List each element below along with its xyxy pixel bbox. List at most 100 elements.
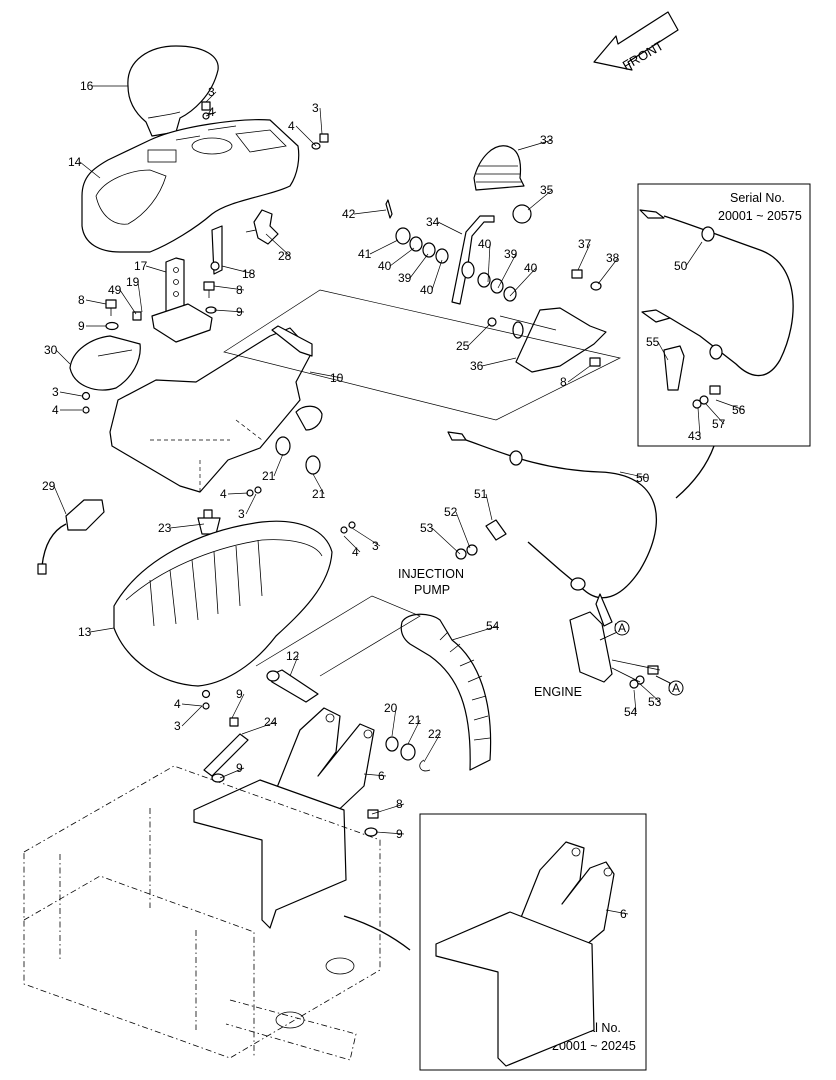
- callout-number: 3: [208, 85, 215, 99]
- callout-number: 9: [396, 827, 403, 841]
- callout-number: 51: [474, 487, 488, 501]
- callout-number: 4: [52, 403, 59, 417]
- callout-leader: [639, 683, 661, 703]
- engine-bracket: [569, 593, 661, 689]
- duct-hose: [400, 613, 492, 771]
- callout-leader: [205, 91, 217, 103]
- lever-bracket-6: [193, 707, 375, 929]
- callout-number: 10: [330, 371, 344, 385]
- callout-number: 40: [378, 259, 392, 273]
- callout-number: 50: [674, 259, 688, 273]
- chassis-frame: [23, 765, 381, 1061]
- callout-leader: [705, 403, 725, 425]
- washers-right: [477, 272, 517, 302]
- callout-leader: [205, 111, 217, 117]
- callout-number: 6: [620, 907, 627, 921]
- callout-leader: [697, 407, 701, 437]
- callout-leader: [407, 719, 421, 745]
- callout-leader: [497, 253, 517, 289]
- lever-bracket: [151, 225, 223, 343]
- switch-harness: [37, 499, 105, 575]
- inset-serial-bottom: Serial No. 20001 ~ 20245: [419, 813, 647, 1071]
- callout-number: 3: [174, 719, 181, 733]
- callout-leader: [221, 265, 255, 275]
- callout-number: 16: [80, 79, 94, 93]
- callout-number: 22: [428, 727, 442, 741]
- callout-number: 24: [264, 715, 278, 729]
- callout-number: A: [672, 681, 680, 695]
- callout-leader: [79, 161, 101, 179]
- callout-number: 21: [312, 487, 326, 501]
- callout-number: 23: [158, 521, 172, 535]
- lever-ball: [512, 204, 532, 224]
- callout-leader: [53, 485, 67, 515]
- console-base-plate: [109, 325, 323, 493]
- front-arrow: FRONT: [593, 11, 679, 73]
- callout-number: 37: [578, 237, 592, 251]
- callout-number: 35: [540, 183, 554, 197]
- callout-leader: [369, 239, 399, 255]
- callout-number: 49: [108, 283, 122, 297]
- callout-number: 8: [78, 293, 85, 307]
- callout-leader: [241, 721, 277, 735]
- callout-number: 9: [236, 305, 243, 319]
- callout-number: 20: [384, 701, 398, 715]
- reference-circle: [614, 620, 630, 636]
- callout-leader: [213, 309, 245, 313]
- callout-number: 54: [624, 705, 638, 719]
- callout-number: 53: [648, 695, 662, 709]
- inset-serial-top: Serial No. 20001 ~ 20575: [637, 183, 811, 447]
- callout-number: 4: [352, 545, 359, 559]
- callout-number: 4: [174, 697, 181, 711]
- callout-leader: [145, 265, 167, 273]
- callout-number: 30: [44, 343, 58, 357]
- callout-leader: [487, 243, 491, 283]
- callout-number: 3: [372, 539, 379, 553]
- callout-number: 3: [312, 101, 319, 115]
- callout-number: 4: [220, 487, 227, 501]
- callout-number: A: [618, 621, 626, 635]
- callout-number: 4: [208, 105, 215, 119]
- callout-number: 8: [236, 283, 243, 297]
- callout-leader: [213, 285, 245, 291]
- lever-plate-36: [487, 269, 607, 373]
- callout-leader: [137, 281, 143, 313]
- callout-number: 53: [420, 521, 434, 535]
- callout-leader: [409, 253, 429, 279]
- callout-number: 56: [732, 403, 746, 417]
- callout-number: 42: [342, 207, 356, 221]
- control-cable: [447, 431, 657, 599]
- callout-leader: [605, 909, 629, 915]
- callout-number: 17: [134, 259, 148, 273]
- callout-leader: [633, 689, 637, 713]
- callout-leader: [273, 453, 284, 477]
- callout-leader: [245, 493, 257, 515]
- callout-leader: [509, 267, 537, 297]
- callout-leader: [437, 221, 463, 235]
- callout-leader: [431, 527, 461, 555]
- callout-number: 9: [78, 319, 85, 333]
- callout-number: 21: [408, 713, 422, 727]
- callout-number: 29: [42, 479, 56, 493]
- callout-leader: [389, 247, 415, 267]
- callout-number: 3: [238, 507, 245, 521]
- injection-pump-line2: PUMP: [414, 583, 450, 597]
- callout-number: 57: [712, 417, 726, 431]
- callout-leader: [181, 705, 203, 727]
- callout-leader: [657, 341, 669, 361]
- callout-leader: [715, 399, 745, 411]
- callout-number: 54: [486, 619, 500, 633]
- callout-leader: [55, 349, 71, 365]
- callout-leader: [597, 257, 619, 285]
- callout-leader: [391, 707, 397, 737]
- callout-number: 8: [560, 375, 567, 389]
- adjust-knob: [245, 209, 279, 245]
- callout-leader: [353, 209, 387, 215]
- callout-number: 13: [78, 625, 92, 639]
- callout-leader: [455, 511, 471, 549]
- callout-number: 43: [688, 429, 702, 443]
- callout-leader: [485, 493, 493, 521]
- callout-leader: [312, 473, 325, 495]
- grip-handle: [69, 335, 141, 391]
